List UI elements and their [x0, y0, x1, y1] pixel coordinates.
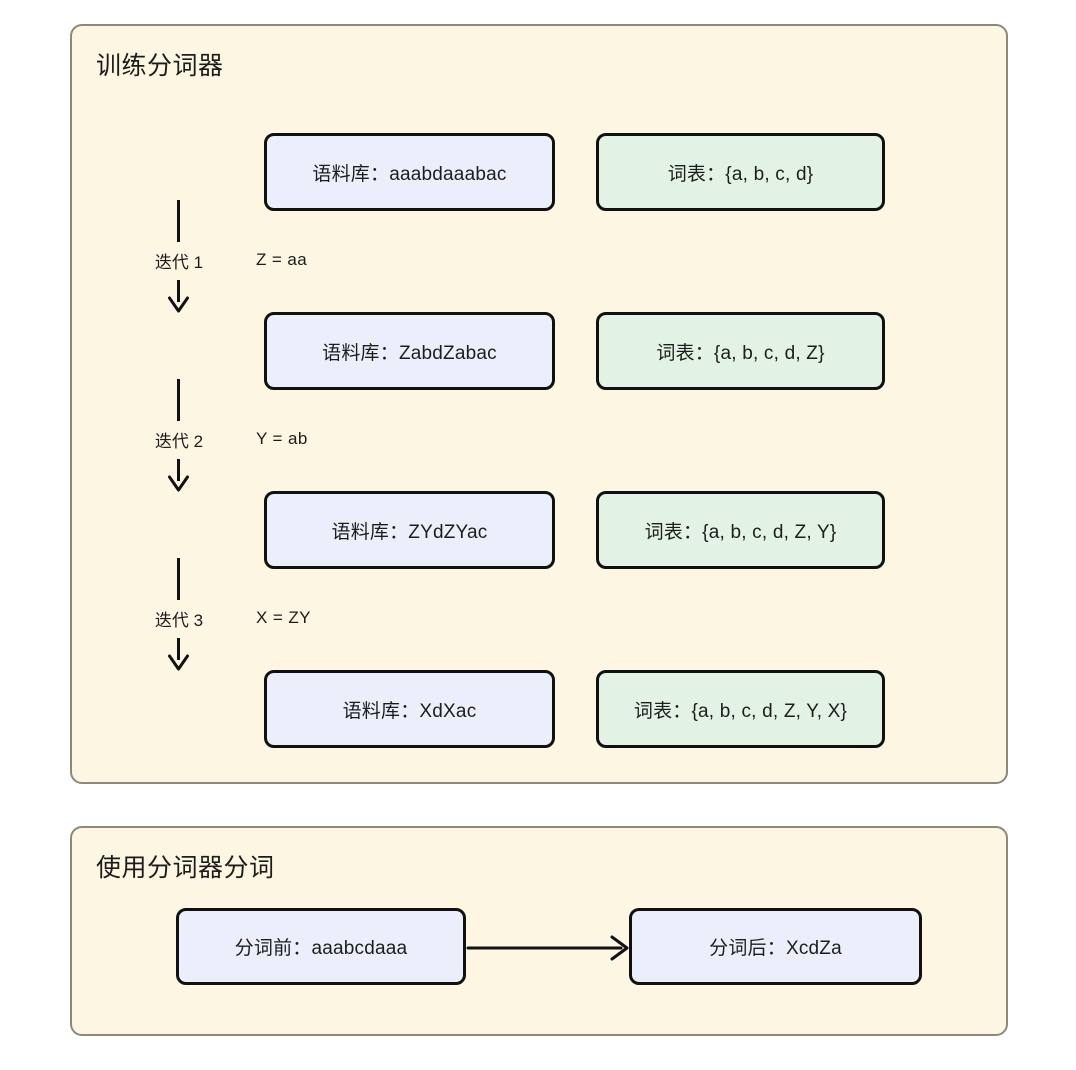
merge-rule-2: Y = ab	[256, 429, 308, 448]
iteration-arrow-3: 迭代 3	[150, 558, 208, 674]
vocab-box-3: 词表：{a, b, c, d, Z, Y, X}	[596, 670, 885, 748]
arrowhead-down-icon	[168, 296, 189, 313]
arrow-shaft-lower	[177, 459, 180, 481]
tokenize-output-box: 分词后：XcdZa	[629, 908, 922, 985]
iteration-label-2: 迭代 2	[154, 432, 204, 451]
merge-rule-1: Z = aa	[256, 250, 308, 269]
corpus-box-2: 语料库：ZYdZYac	[264, 491, 555, 569]
iteration-label-1: 迭代 1	[154, 253, 204, 272]
vocab-box-1: 词表：{a, b, c, d, Z}	[596, 312, 885, 390]
corpus-box-1: 语料库：ZabdZabac	[264, 312, 555, 390]
iteration-arrow-1: 迭代 1	[150, 200, 208, 316]
arrow-shaft-upper	[177, 558, 180, 600]
arrow-shaft-upper	[177, 379, 180, 421]
vocab-box-2: 词表：{a, b, c, d, Z, Y}	[596, 491, 885, 569]
tokenize-input-box: 分词前：aaabcdaaa	[176, 908, 466, 985]
arrow-shaft-upper	[177, 200, 180, 242]
arrow-shaft-lower	[177, 280, 180, 302]
arrowhead-down-icon	[168, 475, 189, 492]
arrow-shaft-lower	[177, 638, 180, 660]
training-panel-title: 训练分词器	[96, 52, 224, 80]
corpus-box-0: 语料库：aaabdaaabac	[264, 133, 555, 211]
iteration-arrow-2: 迭代 2	[150, 379, 208, 495]
merge-rule-3: X = ZY	[256, 608, 311, 627]
iteration-label-3: 迭代 3	[154, 611, 204, 630]
vocab-box-0: 词表：{a, b, c, d}	[596, 133, 885, 211]
arrowhead-down-icon	[168, 654, 189, 671]
tokenize-arrow	[466, 932, 632, 964]
inference-panel-title: 使用分词器分词	[96, 854, 275, 882]
corpus-box-3: 语料库：XdXac	[264, 670, 555, 748]
